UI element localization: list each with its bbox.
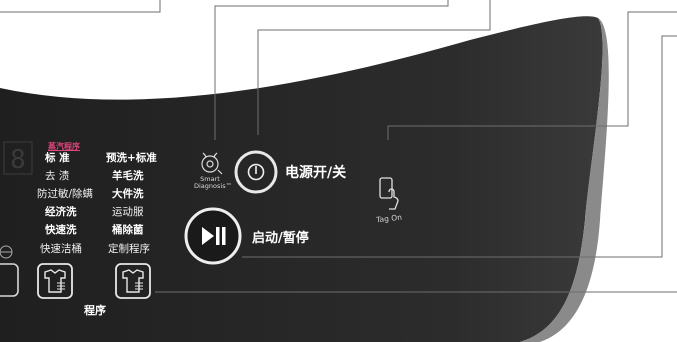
power-button[interactable]: [234, 150, 278, 194]
program-right-2[interactable]: 羊毛洗: [112, 170, 144, 182]
program-right-3[interactable]: 大件洗: [112, 188, 144, 200]
program-left-2[interactable]: 去 渍: [45, 170, 70, 182]
program-section-label: 程序: [84, 304, 106, 317]
program-left-3[interactable]: 防过敏/除螨: [37, 188, 94, 200]
power-icon: [247, 163, 265, 181]
start-pause-button[interactable]: [184, 207, 242, 265]
program-right-1[interactable]: 预洗+标准: [106, 152, 157, 164]
power-label: 电源开/关: [285, 165, 347, 181]
program-left-5[interactable]: 快速洗: [45, 224, 77, 236]
digit-display: 8: [3, 141, 33, 175]
program-right-5[interactable]: 桶除菌: [112, 224, 144, 236]
program-memory-button-1[interactable]: [37, 263, 73, 299]
program-right-4[interactable]: 运动服: [112, 206, 144, 218]
program-memory-button-2[interactable]: [115, 263, 151, 299]
smart-diagnosis-label: Smart Diagnosis™: [194, 175, 233, 190]
program-left-6[interactable]: 快速洁桶: [40, 243, 82, 255]
program-left-1[interactable]: 标 准: [45, 152, 70, 164]
start-pause-label: 启动/暂停: [252, 231, 309, 246]
shirt-memory-2-icon: [122, 269, 144, 293]
panel-surface: [0, 16, 603, 342]
smart-diagnosis-icon[interactable]: [201, 152, 223, 175]
nfc-phone-icon[interactable]: [379, 177, 399, 210]
program-left-4[interactable]: 经济洗: [45, 206, 77, 218]
shirt-memory-1-icon: [44, 269, 66, 293]
callout-lines: [0, 0, 677, 293]
program-right-6[interactable]: 定制程序: [108, 243, 150, 255]
crosshair-mark: [0, 245, 13, 259]
left-partial-button[interactable]: [0, 263, 19, 297]
play-pause-icon: [202, 227, 226, 245]
svg-text:8: 8: [10, 145, 26, 175]
steam-program-header: 蒸汽程序: [48, 142, 80, 151]
panel-rim: [520, 18, 609, 342]
